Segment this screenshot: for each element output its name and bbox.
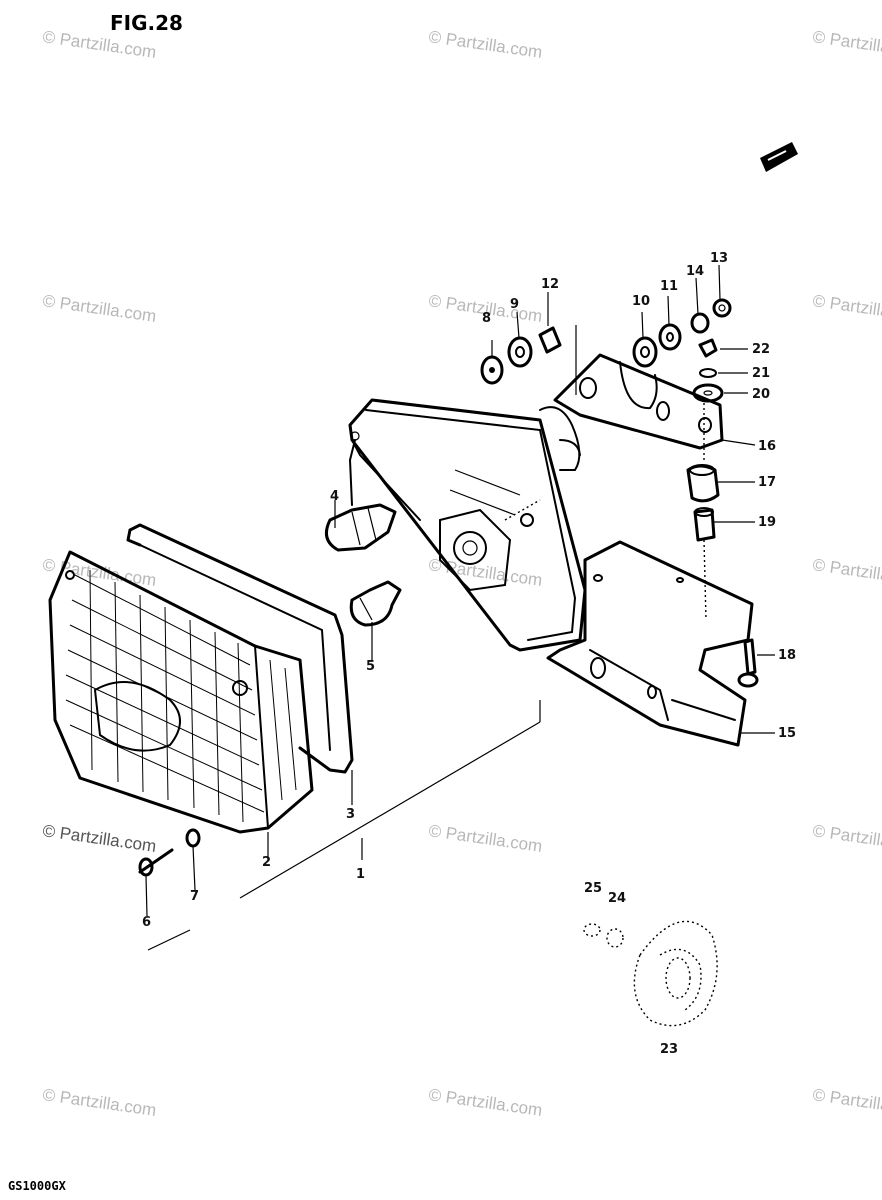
- watermark: © Partzilla.com: [811, 555, 882, 590]
- callout-7: 7: [190, 889, 199, 904]
- watermark-layer: © Partzilla.com © Partzilla.com © Partzi…: [41, 27, 882, 1120]
- watermark: © Partzilla.com: [811, 821, 882, 856]
- callout-6: 6: [142, 915, 151, 930]
- callout-13: 13: [710, 251, 728, 266]
- washer-part-10: [632, 336, 658, 368]
- leader-lines: [145, 264, 775, 951]
- callout-10: 10: [632, 294, 650, 309]
- watermark: © Partzilla.com: [427, 1085, 543, 1120]
- nut-part-14: [690, 312, 710, 334]
- callout-18: 18: [778, 648, 796, 663]
- watermark: © Partzilla.com: [41, 821, 157, 856]
- model-code: GS1000GX: [8, 1179, 67, 1193]
- callout-12: 12: [541, 277, 559, 292]
- callout-23: 23: [660, 1042, 678, 1057]
- upper-bracket-part-16: [553, 353, 724, 450]
- reflector-part-23: [633, 920, 718, 1027]
- callout-labels: 1 2 3 4 5 6 7 8 9 10 11 12 13 14 15 16 1…: [142, 251, 796, 1057]
- watermark: © Partzilla.com: [427, 27, 543, 62]
- washer-part-7: [185, 828, 201, 848]
- washer-part-8: [480, 355, 504, 385]
- nut-part-24: [606, 928, 624, 948]
- callout-11: 11: [660, 279, 678, 294]
- callout-3: 3: [346, 807, 355, 822]
- license-bracket-part-15: [546, 540, 754, 747]
- watermark: © Partzilla.com: [427, 821, 543, 856]
- callout-15: 15: [778, 726, 796, 741]
- callout-14: 14: [686, 264, 704, 279]
- nut-part-13: [712, 298, 732, 318]
- callout-9: 9: [510, 297, 519, 312]
- callout-22: 22: [752, 342, 770, 357]
- washer-part-21: [699, 368, 717, 378]
- callout-25a: 25: [584, 881, 602, 896]
- spacer-part-12: [538, 326, 562, 354]
- figure-title: FIG.28: [110, 11, 183, 35]
- callout-20: 20: [752, 387, 770, 402]
- lamp-housing: [348, 398, 587, 652]
- watermark: © Partzilla.com: [811, 27, 882, 62]
- direction-arrow-icon: [760, 142, 798, 172]
- bulb-part-4: [324, 503, 397, 552]
- washer-part-25: [583, 923, 601, 937]
- watermark: © Partzilla.com: [41, 291, 157, 326]
- nut-part-22: [698, 338, 718, 358]
- bulb-part-5: [349, 580, 402, 627]
- callout-16: 16: [758, 439, 776, 454]
- callout-4: 4: [330, 489, 339, 504]
- washer-part-11: [658, 323, 682, 351]
- watermark: © Partzilla.com: [811, 291, 882, 326]
- watermark: © Partzilla.com: [41, 555, 157, 590]
- washer-part-9: [507, 336, 533, 368]
- washer-part-20: [692, 383, 724, 403]
- callout-21: 21: [752, 366, 770, 381]
- watermark: © Partzilla.com: [41, 1085, 157, 1120]
- callout-19: 19: [758, 515, 776, 530]
- lens-gasket: [126, 523, 354, 774]
- callout-1: 1: [356, 867, 365, 882]
- tail-lamp-lens: [48, 550, 314, 834]
- grommet-part-17: [686, 464, 720, 503]
- callout-5: 5: [366, 659, 375, 674]
- callout-8: 8: [482, 311, 491, 326]
- callout-17: 17: [758, 475, 776, 490]
- bolt-part-18: [737, 638, 759, 688]
- collar-part-19: [693, 507, 716, 542]
- screw-part-6: [138, 848, 174, 877]
- callout-24: 24: [608, 891, 626, 906]
- callout-2: 2: [262, 855, 271, 870]
- watermark: © Partzilla.com: [811, 1085, 882, 1120]
